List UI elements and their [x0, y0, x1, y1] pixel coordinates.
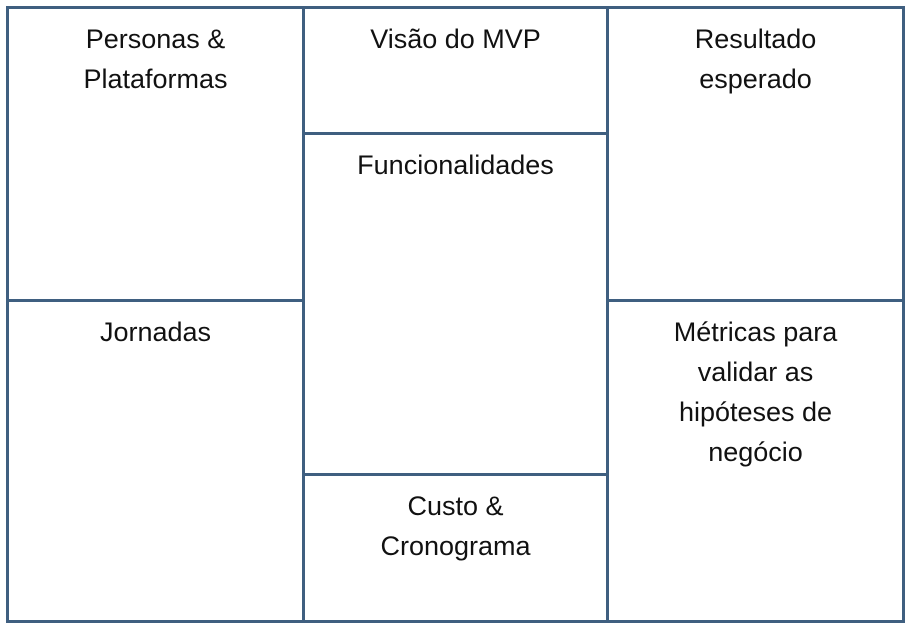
funcionalidades-block: Funcionalidades — [302, 132, 609, 476]
visao-mvp-block: Visão do MVP — [302, 6, 609, 135]
custo-cronograma-label: Custo & Cronograma — [380, 491, 531, 561]
metricas-block: Métricas para validar as hipóteses de ne… — [606, 299, 905, 623]
resultado-esperado-label: Resultado esperado — [694, 24, 817, 94]
jornadas-block: Jornadas — [6, 299, 305, 623]
jornadas-label: Jornadas — [99, 317, 212, 347]
custo-cronograma-block: Custo & Cronograma — [302, 473, 609, 623]
personas-plataformas-label: Personas & Plataformas — [83, 24, 228, 94]
visao-mvp-label: Visão do MVP — [370, 24, 541, 54]
metricas-label: Métricas para validar as hipóteses de ne… — [673, 317, 838, 467]
personas-plataformas-block: Personas & Plataformas — [6, 6, 305, 302]
resultado-esperado-block: Resultado esperado — [606, 6, 905, 302]
funcionalidades-label: Funcionalidades — [357, 150, 554, 180]
